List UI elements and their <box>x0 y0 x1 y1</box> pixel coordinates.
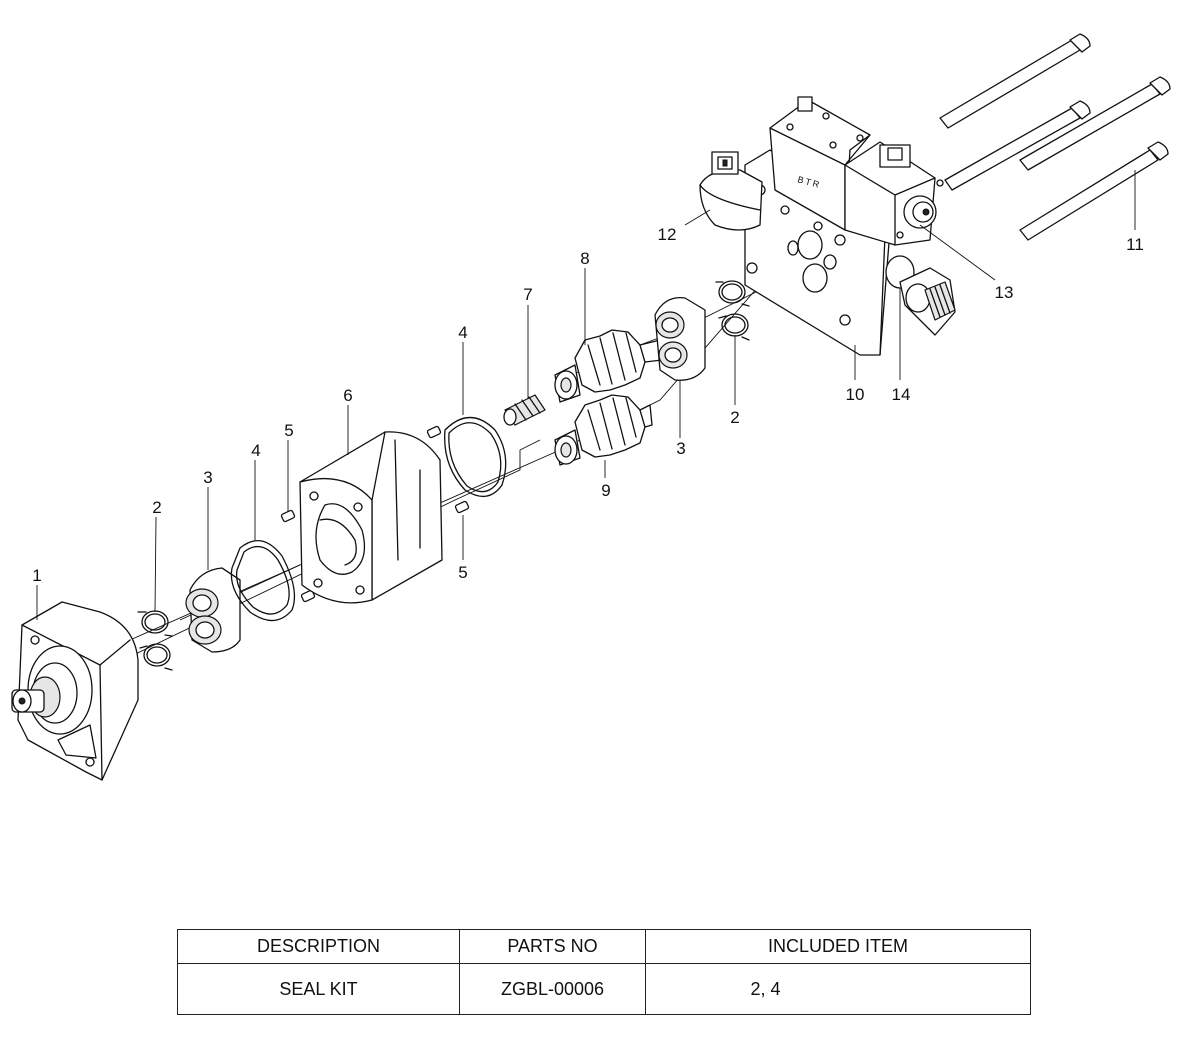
cell-included-item: 2, 4 <box>750 978 781 999</box>
callout-11: 11 <box>1126 235 1144 254</box>
callout-10: 10 <box>846 385 865 404</box>
callout-7: 7 <box>523 285 532 304</box>
part-1-front-cover <box>11 601 139 781</box>
part-6-pump-body <box>299 431 443 604</box>
part-8-drive-gear <box>554 329 663 403</box>
callout-3-right: 3 <box>676 439 685 458</box>
callout-numbers: 1 2 3 4 5 6 4 5 7 8 9 3 2 10 14 13 12 11 <box>32 225 1144 585</box>
part-12-solenoid <box>699 151 763 231</box>
callout-8: 8 <box>580 249 589 268</box>
header-included-item: INCLUDED ITEM <box>645 929 1031 964</box>
part-9-driven-gear <box>554 394 653 466</box>
callout-14: 14 <box>892 385 911 404</box>
callout-5-left: 5 <box>284 421 293 440</box>
cell-description: SEAL KIT <box>177 963 460 1015</box>
cell-included-item-wrap: 2, 4 <box>645 963 1031 1015</box>
part-7-coupling <box>503 394 546 426</box>
callout-5-right: 5 <box>458 563 467 582</box>
callout-2-right: 2 <box>730 408 739 427</box>
callout-2-left: 2 <box>152 498 161 517</box>
callout-6: 6 <box>343 386 352 405</box>
callout-4-right: 4 <box>458 323 467 342</box>
callout-9: 9 <box>601 481 610 500</box>
leader-lines <box>36 170 1136 620</box>
part-2-seal-rings-left <box>137 610 173 671</box>
exploded-parts-diagram: BTR <box>11 33 1171 781</box>
callout-12: 12 <box>658 225 677 244</box>
part-11-bolts <box>939 33 1171 241</box>
part-5-dowel-pins <box>280 425 470 603</box>
table-row: SEAL KIT ZGBL-00006 2, 4 <box>177 963 1031 1015</box>
part-3-bushing-right <box>654 296 706 381</box>
header-description: DESCRIPTION <box>177 929 460 964</box>
part-3-bushing-left <box>185 567 241 653</box>
callout-4-left: 4 <box>251 441 260 460</box>
callout-1: 1 <box>32 566 41 585</box>
part-4-o-ring-right <box>444 416 507 497</box>
part-4-o-ring-left <box>230 540 296 622</box>
callout-3-left: 3 <box>203 468 212 487</box>
callout-13: 13 <box>995 283 1014 302</box>
table-header-row: DESCRIPTION PARTS NO INCLUDED ITEM <box>177 929 1031 964</box>
header-parts-no: PARTS NO <box>459 929 646 964</box>
seal-kit-table: DESCRIPTION PARTS NO INCLUDED ITEM SEAL … <box>177 929 1031 1015</box>
part-14-fitting <box>885 255 956 336</box>
part-2-seal-rings-right <box>715 280 750 341</box>
part-13-solenoid-valve: BTR <box>769 96 944 246</box>
cell-parts-no: ZGBL-00006 <box>459 963 646 1015</box>
